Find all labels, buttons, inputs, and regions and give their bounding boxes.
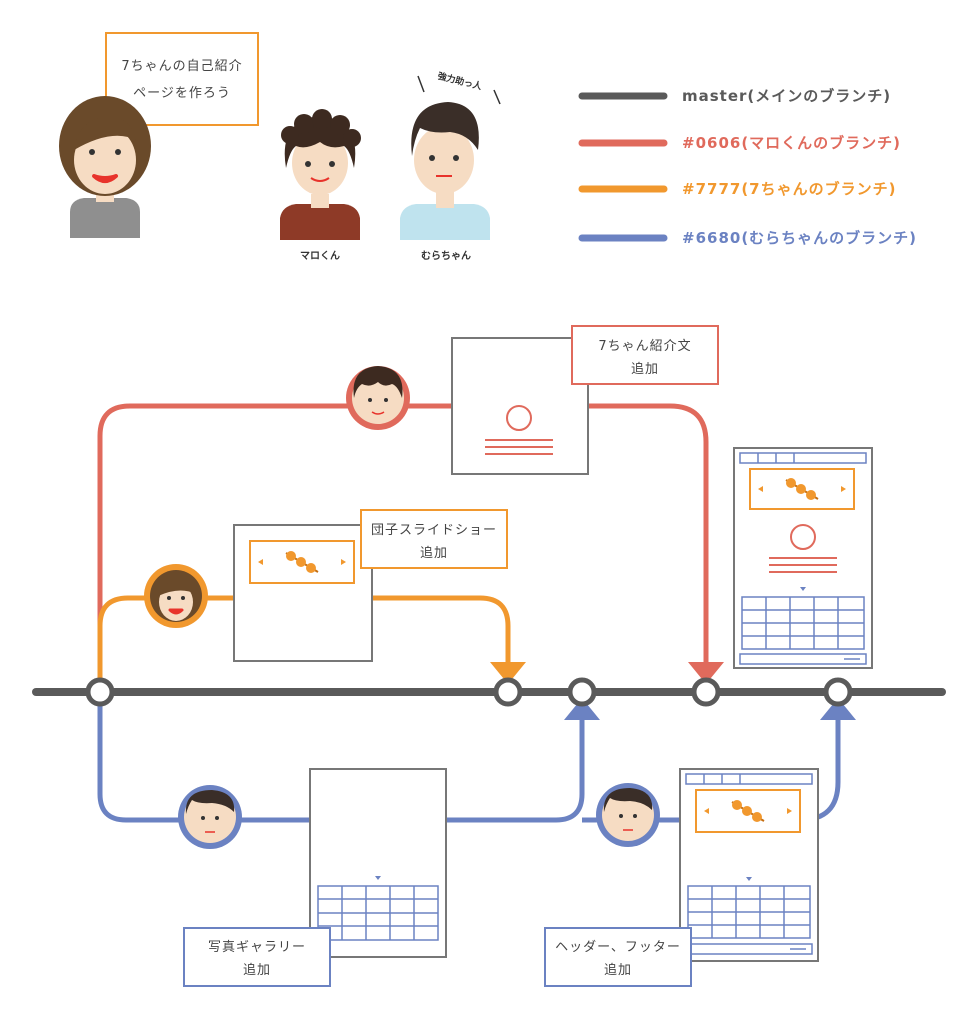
master-commit-3 [567,677,597,707]
mura-face [414,126,474,194]
nana-body [70,198,140,238]
mura-character [400,75,501,240]
master-commit-5 [823,677,853,707]
master-commits [85,677,853,707]
page-mock-gallery [309,768,447,958]
svg-text:写真ギャラリー: 写真ギャラリー [208,940,306,955]
merge-arrow-mura-2 [820,698,856,720]
legend: master(メインのブランチ) #0606(マロくんのブランチ) #7777(… [578,87,917,247]
svg-text:7ちゃん紹介文: 7ちゃん紹介文 [598,339,691,354]
page-mock-final [733,447,873,669]
nana-face [74,126,136,194]
legend-label-mura: #6680(むらちゃんのブランチ) [682,229,917,247]
nana-character: 7ちゃんの自己紹介 ページを作ろう [59,32,259,238]
mura-avatar-2 [596,783,660,847]
legend-label-master: master(メインのブランチ) [682,87,891,105]
label-intro-commit: 7ちゃん紹介文 追加 [571,325,719,385]
merge-arrow-nana [490,662,526,684]
label-slideshow-commit: 団子スライドショー 追加 [360,509,508,569]
mura-body [400,204,490,240]
master-commit-1 [85,677,115,707]
legend-label-maro: #0606(マロくんのブランチ) [682,134,901,152]
mura-hair [411,102,479,156]
merge-arrow-mura-1 [564,698,600,720]
page-mock-header-footer [679,768,819,962]
svg-text:追加: 追加 [604,962,632,978]
svg-text:ヘッダー、フッター: ヘッダー、フッター [555,940,681,955]
maro-name-label: マロくん [300,250,340,262]
speech-bubble-line-1: 7ちゃんの自己紹介 [121,59,242,74]
speech-bubble-line-2: ページを作ろう [133,86,231,101]
label-gallery-commit: 写真ギャラリー 追加 [183,927,331,987]
master-commit-4 [691,677,721,707]
page-mock-intro [451,337,589,475]
label-header-footer-commit: ヘッダー、フッター 追加 [544,927,692,987]
svg-text:追加: 追加 [243,962,271,978]
merge-arrow-maro [688,662,724,684]
branch-line-maro [97,403,709,692]
master-commit-2 [493,677,523,707]
svg-text:追加: 追加 [420,545,448,561]
mura-avatar-1 [178,785,242,849]
svg-text:追加: 追加 [631,361,659,377]
svg-text:団子スライドショー: 団子スライドショー [371,523,497,538]
nana-avatar [144,564,208,628]
maro-avatar [346,366,410,430]
page-mock-slideshow [233,524,373,662]
legend-label-nana: #7777(7ちゃんのブランチ) [682,180,896,198]
mura-name-label: むらちゃん [421,250,471,262]
maro-character [280,109,361,240]
maro-body [280,204,360,240]
mura-exclaim: 強力助っ人 [436,70,484,93]
